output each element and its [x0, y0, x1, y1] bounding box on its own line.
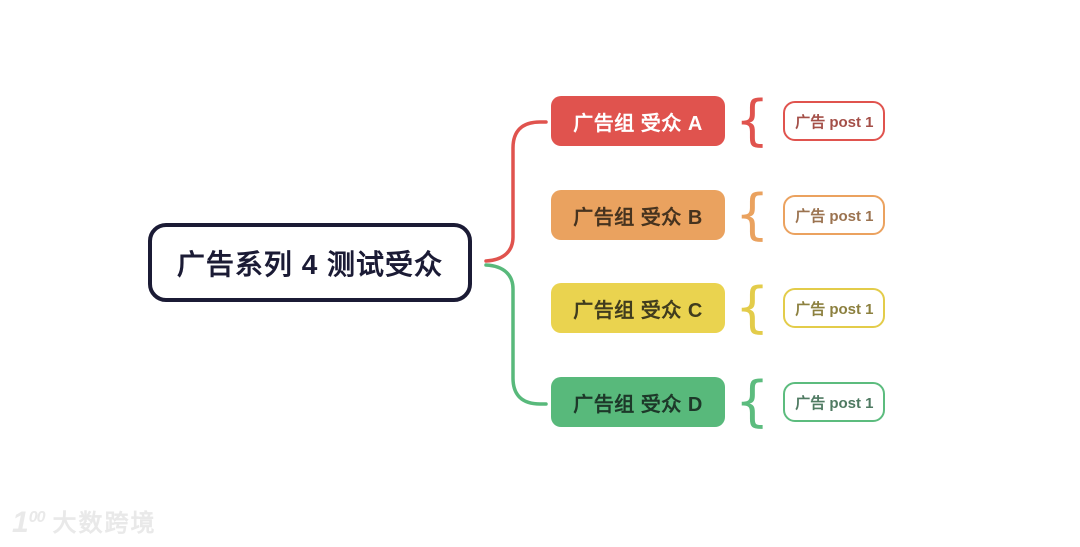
brace-glyph-c: {	[735, 276, 770, 339]
post-node-d[interactable]: 广告 post 1	[783, 382, 886, 422]
root-topic-node[interactable]: 广告系列 4 测试受众	[148, 223, 472, 302]
branch-node-b[interactable]: 广告组 受众 B	[551, 190, 725, 240]
post-node-c[interactable]: 广告 post 1	[783, 288, 886, 328]
post-node-c-label: 广告 post 1	[795, 300, 874, 318]
post-node-b-label: 广告 post 1	[795, 207, 874, 225]
brace-glyph-b: {	[735, 183, 770, 246]
branch-node-d[interactable]: 广告组 受众 D	[551, 377, 725, 427]
post-node-a[interactable]: 广告 post 1	[783, 101, 886, 141]
watermark-logo-sup: 00	[28, 508, 46, 526]
watermark-text: 大数跨境	[52, 509, 157, 537]
connector-root-to-branch-d	[484, 263, 548, 406]
branch-row-c: 广告组 受众 C { 广告 post 1	[551, 276, 886, 339]
post-node-d-label: 广告 post 1	[795, 394, 874, 412]
brace-glyph-d: {	[735, 370, 770, 433]
root-topic-label: 广告系列 4 测试受众	[176, 248, 444, 280]
post-node-b[interactable]: 广告 post 1	[783, 195, 886, 235]
post-node-a-label: 广告 post 1	[795, 113, 874, 131]
branch-row-d: 广告组 受众 D { 广告 post 1	[551, 370, 886, 433]
brace-glyph-a: {	[735, 89, 770, 152]
branch-node-c-label: 广告组 受众 C	[573, 299, 703, 322]
branch-node-b-label: 广告组 受众 B	[573, 206, 703, 229]
branch-row-a: 广告组 受众 A { 广告 post 1	[551, 89, 886, 152]
watermark: 100 大数跨境	[12, 503, 156, 537]
branch-node-d-label: 广告组 受众 D	[573, 393, 703, 416]
branch-row-b: 广告组 受众 B { 广告 post 1	[551, 183, 886, 246]
connector-root-to-branch-a	[484, 120, 548, 263]
branch-node-a[interactable]: 广告组 受众 A	[551, 96, 725, 146]
watermark-logo-icon: 100	[12, 505, 46, 539]
branch-node-c[interactable]: 广告组 受众 C	[551, 283, 725, 333]
branch-node-a-label: 广告组 受众 A	[573, 112, 703, 135]
